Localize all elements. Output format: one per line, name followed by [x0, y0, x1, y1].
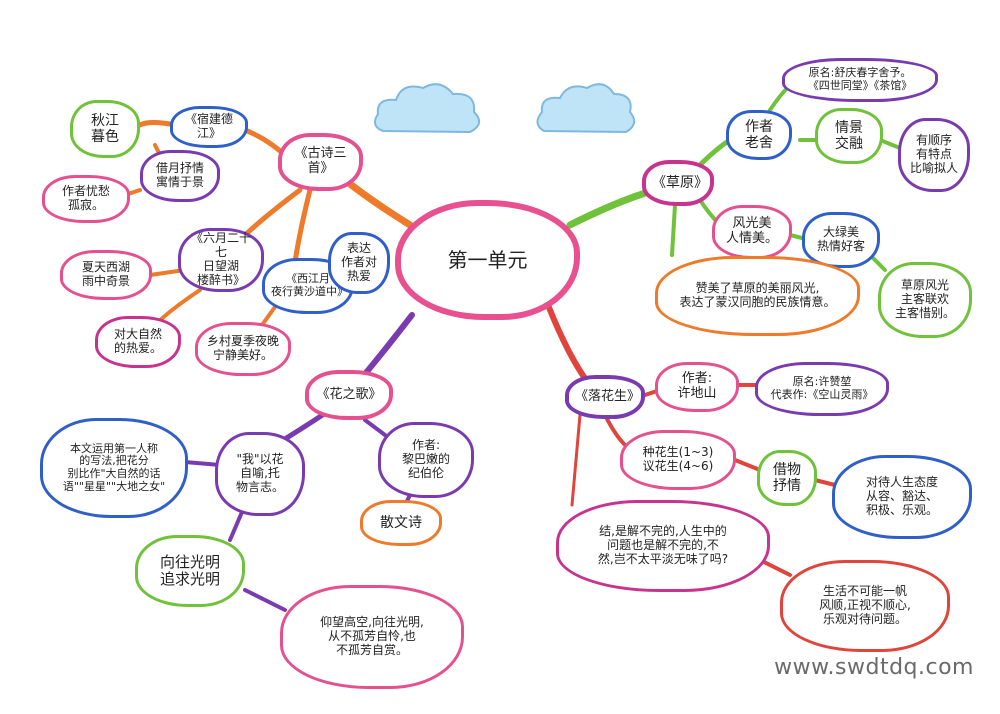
- sky-cloud-right: [536, 83, 636, 134]
- node-grassland-method-detail: 有顺序 有特点 比喻拟人: [898, 118, 970, 192]
- node-poem1-feeling: 作者忧愁 孤寂。: [42, 175, 130, 223]
- node-poem1-author: 《宿建德江》: [170, 106, 248, 148]
- node-peanut-quote: 结,是解不完的,人生中的 问题也是解不完的,不 然,岂不太平淡无味了吗?: [556, 500, 770, 592]
- node-grassland-author: 作者 老舍: [726, 110, 792, 160]
- node-flower-detail: 仰望高空,向往光明, 从不孤芳自怜,也 不孤芳自赏。: [280, 585, 464, 689]
- node-poem3-feeling: 表达 作者对 热爱: [328, 232, 390, 294]
- node-poem3-scene: 乡村夏季夜晚 宁静美好。: [195, 322, 291, 376]
- node-poem2-feeling: 对大自然 的热爱。: [95, 316, 181, 368]
- sky-cloud-left: [373, 83, 481, 134]
- node-peanut-method: 借物 抒情: [757, 450, 817, 506]
- node-peanut-author: 作者: 许地山: [655, 362, 739, 412]
- node-poem2-scene: 夏天西湖 雨中奇景: [60, 250, 152, 300]
- node-poem1-theme: 借月抒情 寓情于景: [140, 150, 220, 202]
- link-center-flower: [357, 312, 415, 383]
- node-flower-author: 作者: 黎巴嫩的 纪伯伦: [378, 422, 474, 498]
- node-flower-technique: 本文运用第一人称 的写法,把花分 别比作"大自然的话 语""星星""大地之女": [40, 418, 188, 518]
- node-grassland: 《草原》: [642, 160, 714, 206]
- node-poem2: 《六月二十七 日望湖 楼醉书》: [178, 228, 264, 292]
- link-center-grassland: [566, 186, 659, 229]
- node-grassland-beauty: 风光美 人情美。: [712, 205, 792, 259]
- node-flower-genre: 散文诗: [360, 500, 442, 546]
- node-grassland-beauty-detail: 大绿美 热情好客: [802, 212, 880, 268]
- node-poem1: 秋江 暮色: [70, 100, 140, 158]
- node-peanut-sections: 种花生(1~3) 议花生(4~6): [620, 430, 736, 490]
- node-ancient-poems: 《古诗三首》: [278, 133, 363, 191]
- node-peanut-author-info: 原名:许赞堃 代表作:《空山灵雨》: [755, 362, 889, 416]
- node-grassland-theme: 赞美了草原的美丽风光, 表达了蒙汉同胞的民族情意。: [655, 256, 860, 336]
- node-grassland-structure: 草原风光 主客联欢 主客惜别。: [878, 262, 972, 338]
- node-flower-song: 《花之歌》: [305, 370, 393, 420]
- watermark-text: www.swdtdq.com: [774, 655, 974, 680]
- node-flower-theme: 向往光明 追求光明: [135, 535, 245, 607]
- node-peanut-lesson: 生活不可能一帆 风顺,正视不顺心, 乐观对待问题。: [780, 560, 950, 652]
- node-grassland-author-info: 原名:舒庆春字舍予。 《四世同堂》《茶馆》: [782, 58, 938, 102]
- link-center-ancient: [341, 176, 414, 229]
- node-grassland-method: 情景 交融: [815, 108, 883, 164]
- link-center-peanut: [545, 302, 593, 388]
- node-peanut: 《落花生》: [565, 375, 645, 419]
- node-flower-method: "我"以花 自喻,托 物言志。: [215, 432, 305, 516]
- node-peanut-attitude: 对待人生态度 从容、豁达、 积极、乐观。: [832, 455, 972, 539]
- center-topic: 第一单元: [395, 200, 580, 320]
